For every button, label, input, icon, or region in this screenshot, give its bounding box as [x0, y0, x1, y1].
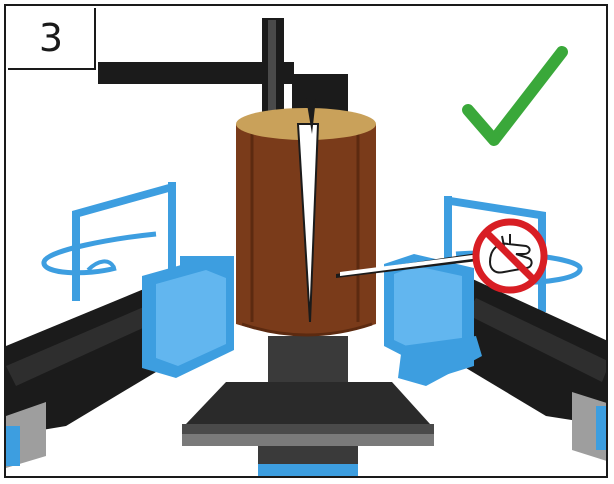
left-clamp-arm — [6, 256, 234, 468]
splitting-ram — [98, 18, 348, 114]
log-splitter-illustration — [6, 18, 606, 476]
log — [236, 98, 376, 337]
no-hands-icon — [472, 218, 548, 294]
splitter-base — [182, 336, 434, 476]
check-icon — [462, 46, 568, 146]
log-split-crack — [296, 123, 320, 323]
left-rotation-guard — [41, 182, 176, 301]
rotation-arrow-icon — [41, 231, 157, 276]
instruction-panel: 3 — [4, 4, 608, 478]
step-number: 3 — [8, 8, 96, 70]
right-clamp-arm — [384, 254, 606, 461]
